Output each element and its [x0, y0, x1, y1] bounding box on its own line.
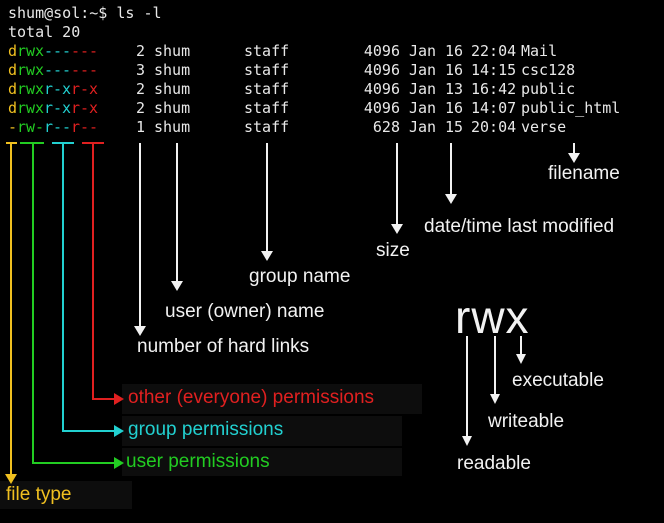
- perm-user: rw-: [17, 118, 45, 136]
- filename-cell: csc128: [521, 61, 576, 79]
- group-arrow: [62, 143, 115, 432]
- group-cell: staff: [244, 118, 290, 136]
- day-cell: 13: [445, 80, 464, 98]
- time-cell: 14:07: [471, 99, 517, 117]
- w-arrowhead: [490, 394, 500, 404]
- filename-cell: verse: [521, 118, 567, 136]
- links-arrowhead: [134, 326, 146, 336]
- group-cell: staff: [244, 61, 290, 79]
- type-arrowhead: [5, 474, 17, 484]
- owner-label: user (owner) name: [165, 301, 325, 322]
- day-cell: 16: [445, 61, 464, 79]
- month-cell: Jan: [409, 99, 437, 117]
- time-cell: 20:04: [471, 118, 517, 136]
- label-backdrop-user: [122, 448, 402, 476]
- hard-links-label: number of hard links: [137, 336, 310, 357]
- filename-arrowhead: [568, 153, 580, 163]
- readable-label: readable: [457, 453, 531, 474]
- perm-other: r-x: [71, 99, 99, 117]
- month-cell: Jan: [409, 118, 437, 136]
- command-prompt: shum@sol:~$ ls -l: [8, 4, 162, 22]
- size-cell: 4096: [363, 42, 400, 60]
- date-label: date/time last modified: [424, 216, 615, 237]
- other-arrowhead: [114, 393, 124, 405]
- label-backdrop-type: [0, 481, 132, 509]
- group-cell: staff: [244, 80, 290, 98]
- size-cell: 4096: [363, 61, 400, 79]
- time-cell: 14:15: [471, 61, 517, 79]
- owner-cell: shum: [154, 61, 191, 79]
- month-cell: Jan: [409, 61, 437, 79]
- size-arrowhead: [391, 224, 403, 234]
- owner-cell: shum: [154, 99, 191, 117]
- user-permissions-label: user permissions: [126, 451, 270, 472]
- perm-user: rwx: [17, 80, 45, 98]
- x-arrowhead: [516, 354, 526, 364]
- file-type-label: file type: [6, 484, 72, 505]
- size-label: size: [376, 240, 410, 261]
- group-cell: staff: [244, 99, 290, 117]
- perm-other: r--: [71, 118, 99, 136]
- perm-type: d: [8, 80, 18, 98]
- link-count: 3: [136, 61, 146, 79]
- filename-cell: public: [521, 80, 576, 98]
- month-cell: Jan: [409, 80, 437, 98]
- perm-group: r-x: [44, 80, 72, 98]
- day-cell: 15: [445, 118, 464, 136]
- perm-type: -: [8, 118, 18, 136]
- other-permissions-label: other (everyone) permissions: [128, 387, 375, 408]
- date-arrowhead: [445, 194, 457, 204]
- perm-type: d: [8, 99, 18, 117]
- group-permissions-label: group permissions: [128, 419, 284, 440]
- perm-group: r--: [44, 118, 72, 136]
- perm-user: rwx: [17, 61, 45, 79]
- size-cell: 4096: [363, 99, 400, 117]
- perm-group: ---: [44, 42, 72, 60]
- month-cell: Jan: [409, 42, 437, 60]
- user-arrow: [32, 143, 115, 464]
- size-cell: 4096: [363, 80, 400, 98]
- link-count: 2: [136, 99, 146, 117]
- perm-user: rwx: [17, 42, 45, 60]
- perm-group: ---: [44, 61, 72, 79]
- link-count: 2: [136, 42, 146, 60]
- size-cell: 628: [372, 118, 400, 136]
- group-name-arrowhead: [261, 251, 273, 261]
- writeable-label: writeable: [488, 411, 565, 432]
- label-backdrop-group: [122, 416, 402, 446]
- owner-cell: shum: [154, 42, 191, 60]
- r-arrowhead: [462, 436, 472, 446]
- owner-cell: shum: [154, 80, 191, 98]
- link-count: 1: [136, 118, 146, 136]
- time-cell: 22:04: [471, 42, 517, 60]
- day-cell: 16: [445, 99, 464, 117]
- total-line: total 20: [8, 23, 81, 41]
- filename-cell: Mail: [521, 42, 558, 60]
- executable-label: executable: [512, 370, 604, 391]
- group-name-label: group name: [249, 266, 351, 287]
- user-arrowhead: [114, 457, 124, 469]
- perm-type: d: [8, 61, 18, 79]
- link-count: 2: [136, 80, 146, 98]
- time-cell: 16:42: [471, 80, 517, 98]
- perm-group: r-x: [44, 99, 72, 117]
- perm-user: rwx: [17, 99, 45, 117]
- perm-type: d: [8, 42, 18, 60]
- filename-label: filename: [548, 163, 620, 184]
- label-backdrop-other: [122, 384, 422, 414]
- group-cell: staff: [244, 42, 290, 60]
- owner-arrowhead: [171, 281, 183, 291]
- day-cell: 16: [445, 42, 464, 60]
- filename-cell: public_html: [521, 99, 621, 117]
- rwx-letters: rwx: [455, 291, 530, 343]
- perm-other: ---: [71, 42, 99, 60]
- owner-cell: shum: [154, 118, 191, 136]
- group-arrowhead: [114, 425, 124, 437]
- other-arrow: [92, 143, 115, 400]
- perm-other: ---: [71, 61, 99, 79]
- perm-other: r-x: [71, 80, 99, 98]
